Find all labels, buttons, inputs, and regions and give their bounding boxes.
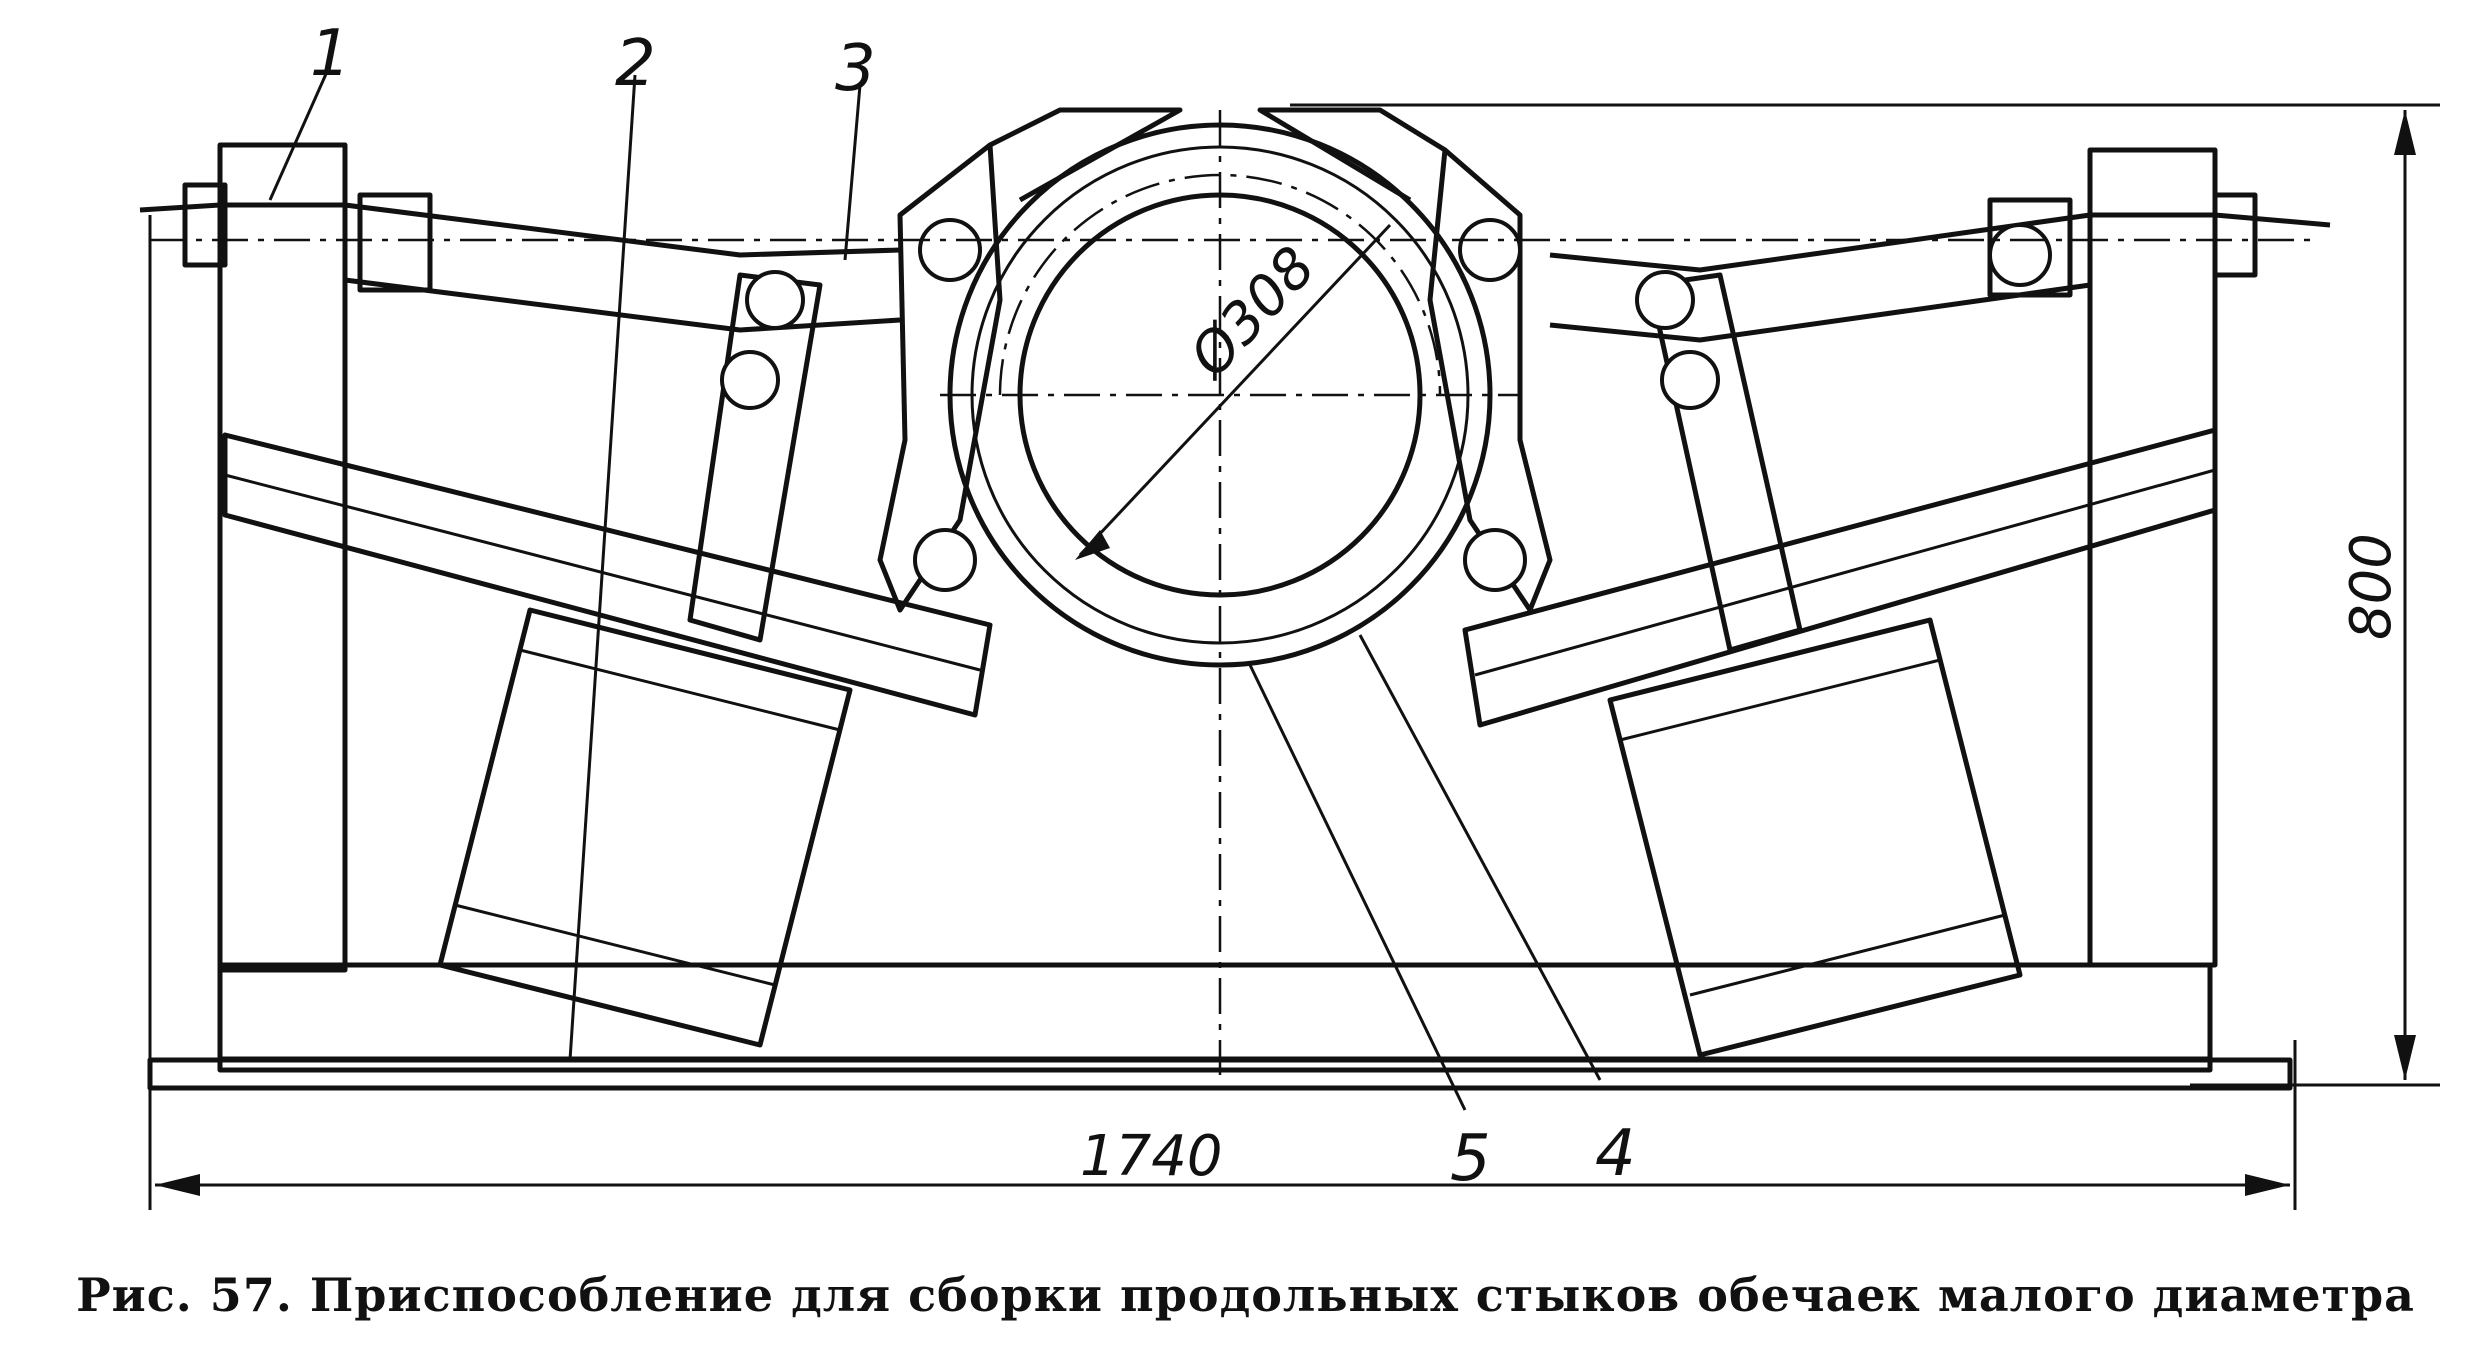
right-beam — [1462, 427, 2218, 728]
width-dimension — [148, 215, 2297, 1210]
right-lever — [1635, 270, 1803, 653]
left-lever — [687, 270, 823, 643]
pivot-pins — [913, 218, 2052, 592]
left-cylinder — [437, 607, 853, 1048]
label-part-2: 2 — [615, 27, 656, 101]
leader-lines — [268, 64, 1602, 1111]
figure-caption: Рис. 57. Приспособление для сборки продо… — [76, 1268, 2415, 1322]
height-dimension-label: 800 — [2339, 533, 2404, 640]
label-part-3: 3 — [835, 32, 876, 106]
label-part-4: 4 — [1595, 1117, 1636, 1191]
width-dimension-label: 1740 — [1080, 1124, 1223, 1189]
left-post — [217, 142, 348, 973]
left-clamp-shoe — [877, 107, 1183, 613]
left-tie-rod — [139, 182, 901, 333]
diameter-leader — [1075, 223, 1392, 560]
center-lines — [150, 110, 2320, 1075]
label-part-1: 1 — [310, 17, 351, 91]
label-part-5: 5 — [1450, 1122, 1491, 1196]
right-post — [2087, 147, 2218, 968]
right-cylinder — [1607, 617, 2023, 1058]
height-dimension — [1290, 103, 2440, 1087]
